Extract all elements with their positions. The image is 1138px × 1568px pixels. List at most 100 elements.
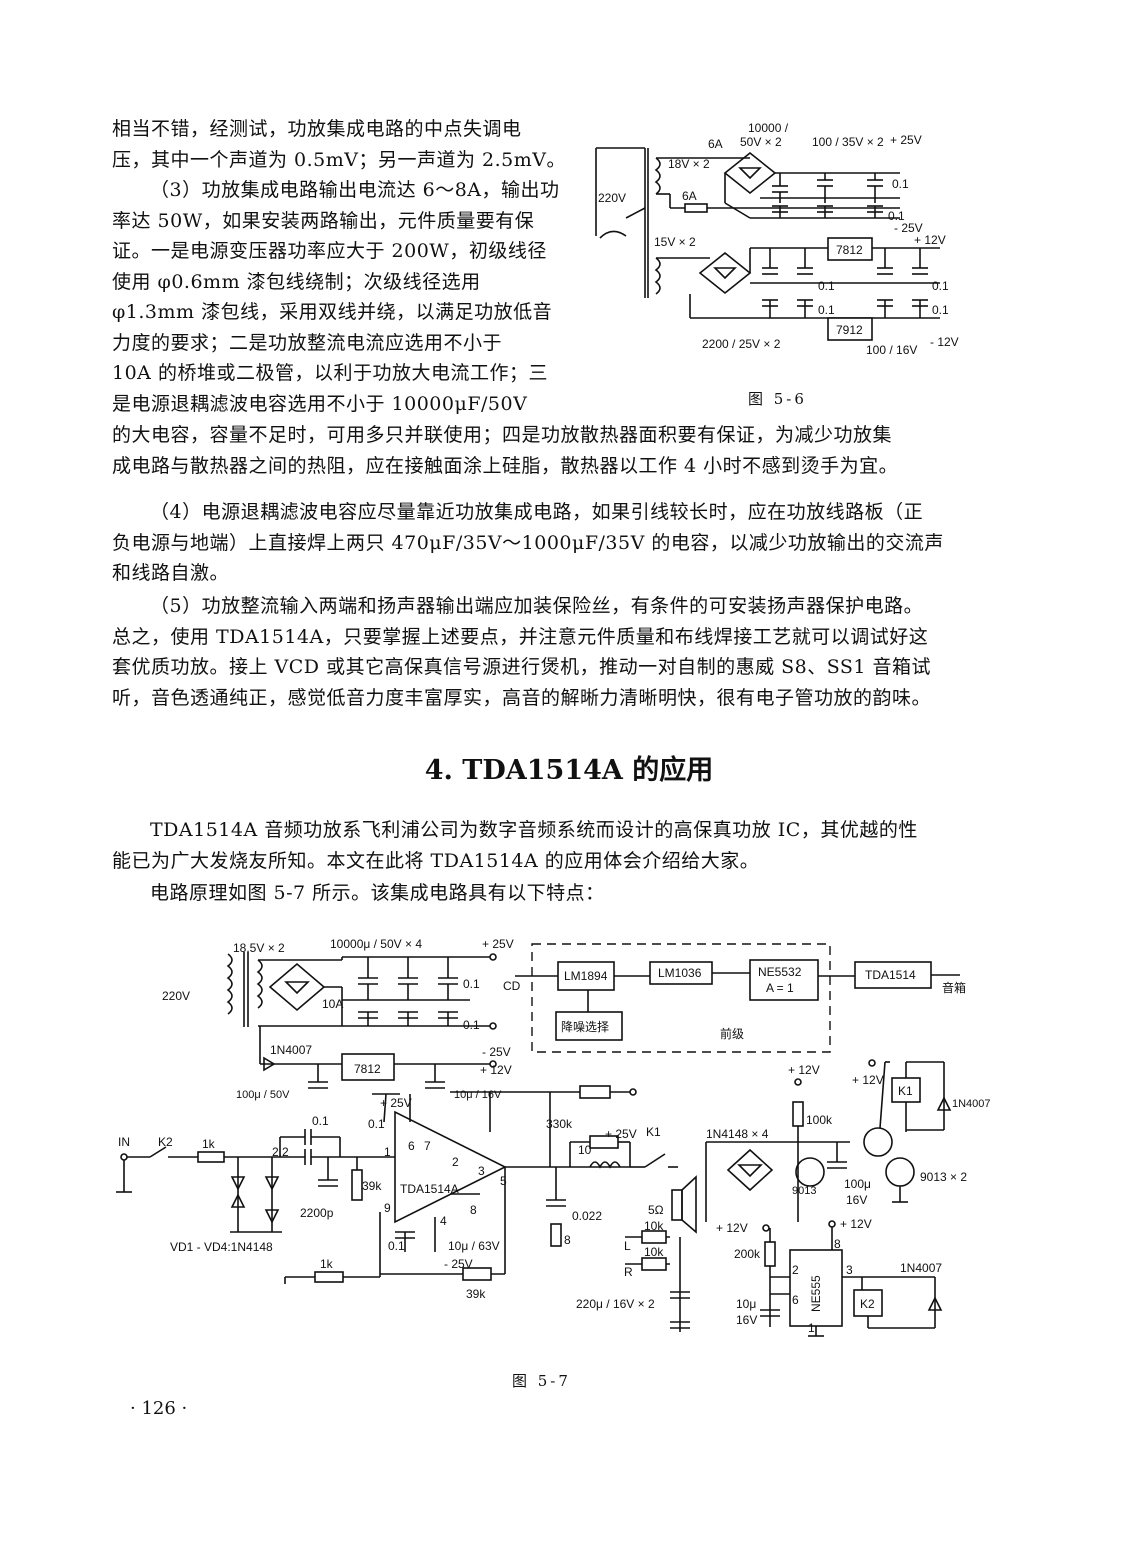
label: 1k bbox=[320, 1257, 334, 1271]
label: 2200p bbox=[300, 1206, 334, 1220]
bridge-rectifier-1 bbox=[723, 151, 777, 195]
text-line: 能已为广大发烧友所知。本文在此将 TDA1514A 的应用体会介绍给大家。 bbox=[112, 849, 760, 872]
label: 8 bbox=[470, 1203, 477, 1217]
transformer-primary bbox=[226, 953, 233, 1015]
label: 39k bbox=[466, 1287, 486, 1301]
label: 18.5V × 2 bbox=[233, 941, 285, 955]
diode-icon bbox=[263, 1056, 276, 1072]
page-number: · 126 · bbox=[130, 1398, 188, 1419]
label: 16V bbox=[736, 1313, 757, 1327]
label: 0.1 bbox=[892, 177, 909, 191]
label: 1 bbox=[808, 1321, 815, 1335]
resistor-39k bbox=[351, 1169, 363, 1201]
label: K2 bbox=[860, 1297, 875, 1311]
label: 2 bbox=[792, 1263, 799, 1277]
label: 6A bbox=[682, 189, 697, 203]
label: 3 bbox=[846, 1263, 853, 1277]
label: 5Ω bbox=[648, 1203, 664, 1217]
label: 10μ bbox=[736, 1297, 756, 1311]
figure-5-6-circuit: 10000 / 50V × 2 100 / 35V × 2 + 25V 6A 1… bbox=[595, 121, 959, 357]
label: 2.2 bbox=[272, 1145, 289, 1159]
text-line: 总之，使用 TDA1514A，只要掌握上述要点，并注意元件质量和布线焊接工艺就可… bbox=[112, 625, 929, 648]
label: 220μ / 16V × 2 bbox=[576, 1297, 655, 1311]
label: 7812 bbox=[836, 243, 863, 257]
label: + 12V bbox=[788, 1063, 820, 1077]
resistor-1k-feedback bbox=[314, 1271, 344, 1283]
label: VD1 - VD4:1N4148 bbox=[170, 1240, 273, 1254]
label: K1 bbox=[898, 1084, 913, 1098]
label: 1N4007 bbox=[270, 1043, 312, 1057]
label: 7 bbox=[424, 1139, 431, 1153]
label: 220V bbox=[598, 191, 626, 205]
label: 音箱 bbox=[942, 980, 966, 995]
label: 0.1 bbox=[888, 209, 905, 223]
resistor-8 bbox=[550, 1223, 562, 1247]
figure-5-7-circuit: 18.5V × 2 10000μ / 50V × 4 + 25V 220V 0.… bbox=[116, 937, 990, 1337]
label: + 12V bbox=[480, 1063, 512, 1077]
diode-icon bbox=[738, 167, 762, 180]
text-line: 成电路与散热器之间的热阻，应在接触面涂上硅脂，散热器以工作 4 小时不感到烫手为… bbox=[112, 454, 899, 477]
label: - 12V bbox=[930, 335, 959, 349]
label: 9013 × 2 bbox=[920, 1170, 967, 1184]
text-line: 套优质功放。接上 VCD 或其它高保真信号源进行煲机，推动一对自制的惠威 S8、… bbox=[112, 656, 932, 678]
diode-icon bbox=[713, 267, 737, 280]
resistor-10k-r bbox=[641, 1257, 667, 1271]
label: + 25V bbox=[605, 1127, 637, 1141]
transistor-9013 bbox=[795, 1157, 825, 1187]
text-line: 是电源退耦滤波电容选用不小于 10000μF/50V bbox=[112, 392, 528, 415]
label: 1k bbox=[202, 1137, 216, 1151]
label: 6 bbox=[792, 1293, 799, 1307]
label: K2 bbox=[158, 1135, 173, 1149]
label: 0.1 bbox=[388, 1239, 405, 1253]
label: K1 bbox=[646, 1125, 661, 1139]
label: 100μ bbox=[844, 1177, 871, 1191]
paragraph-5: （5）功放整流输入两端和扬声器输出端应加装保险丝，有条件的可安装扬声器保护电路。… bbox=[112, 591, 992, 713]
label: R bbox=[624, 1265, 633, 1279]
paragraph-7: 电路原理如图 5-7 所示。该集成电路具有以下特点： bbox=[112, 878, 992, 909]
label: 10000 / bbox=[748, 121, 789, 135]
label: 6 bbox=[408, 1139, 415, 1153]
label: 8 bbox=[834, 1237, 841, 1251]
decoupling-capacitors bbox=[762, 248, 928, 318]
label: L bbox=[624, 1239, 631, 1253]
label: 100 / 16V bbox=[866, 343, 917, 357]
label: CD bbox=[503, 979, 521, 993]
label: + 25V bbox=[482, 937, 514, 951]
label: 15V × 2 bbox=[654, 235, 696, 249]
label: 0.1 bbox=[818, 279, 835, 293]
label: 100μ / 50V bbox=[236, 1089, 290, 1101]
text-line: 使用 φ0.6mm 漆包线绕制；次级线径选用 bbox=[112, 270, 481, 293]
figure-5-7-caption: 图 5-7 bbox=[512, 1372, 571, 1390]
text-line: 听，音色透通纯正，感觉低音力度丰富厚实，高音的解晰力清晰明快，很有电子管功放的韵… bbox=[112, 686, 932, 709]
diode-icon bbox=[284, 981, 310, 995]
label: + 12V bbox=[852, 1073, 884, 1087]
label: 4 bbox=[440, 1214, 447, 1228]
bridge-rectifier-2 bbox=[698, 251, 752, 295]
label: 降噪选择 bbox=[561, 1020, 609, 1034]
regulator-7912 bbox=[827, 317, 873, 341]
label: LM1036 bbox=[658, 966, 702, 980]
text-line: （5）功放整流输入两端和扬声器输出端应加装保险丝，有条件的可安装扬声器保护电路。 bbox=[150, 595, 924, 617]
label: LM1894 bbox=[564, 969, 608, 983]
label: 1 bbox=[384, 1145, 391, 1159]
text-line: 的大电容，容量不足时，可用多只并联使用；四是功放散热器面积要有保证，为减少功放集 bbox=[112, 424, 893, 446]
protection-diodes bbox=[230, 1157, 282, 1233]
resistor-10k-l bbox=[641, 1230, 667, 1244]
filter-capacitors bbox=[760, 173, 900, 218]
label: 1N4148 × 4 bbox=[706, 1127, 769, 1141]
label: 0.1 bbox=[368, 1117, 385, 1131]
label: 8 bbox=[564, 1233, 571, 1247]
label: - 25V bbox=[482, 1045, 511, 1059]
label: 10k bbox=[644, 1245, 664, 1259]
label: + 25V bbox=[380, 1096, 412, 1110]
label: 3 bbox=[478, 1164, 485, 1178]
resistor-1k bbox=[197, 1151, 225, 1163]
regulator-7812 bbox=[341, 1053, 395, 1081]
ic-ne5532 bbox=[749, 959, 819, 1001]
label: 200k bbox=[734, 1247, 761, 1261]
text-line: φ1.3mm 漆包线，采用双线并绕，以满足功放低音 bbox=[112, 301, 553, 323]
opamp-tda1514a bbox=[394, 1110, 507, 1224]
label: - 25V bbox=[894, 221, 923, 235]
label: 10000μ / 50V × 4 bbox=[330, 937, 422, 951]
label: 6A bbox=[708, 137, 723, 151]
